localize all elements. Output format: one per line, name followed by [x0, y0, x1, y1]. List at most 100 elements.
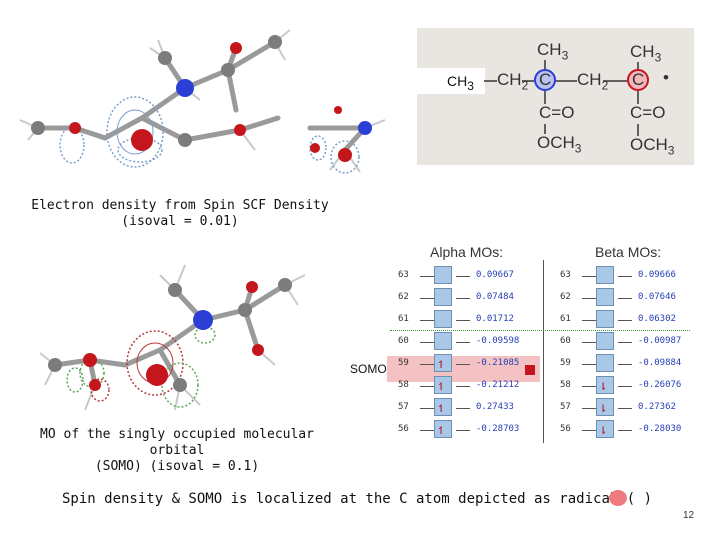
structural-formula-photo: CH3 CH3 CH3 CH2 C CH2 C • C=O C=O OCH3 O…	[417, 28, 694, 165]
orbital-box	[434, 332, 452, 350]
orbital-box	[434, 310, 452, 328]
somo-caption-line1: MO of the singly occupied molecular orbi…	[40, 427, 314, 458]
spin-arrow-icon: ↿	[437, 400, 446, 416]
formula-c-b: C	[632, 70, 645, 89]
orbital-box: ⇂	[596, 376, 614, 394]
mo-index: 62	[398, 292, 409, 302]
footer-summary: Spin density & SOMO is localized at the …	[62, 491, 653, 507]
mo-row: 57 ⇂ 0.27362	[560, 398, 710, 418]
orbital-box	[596, 266, 614, 284]
mo-index: 61	[398, 314, 409, 324]
mo-index: 59	[560, 358, 571, 368]
somo-marker	[525, 365, 535, 375]
orbital-box: ↿	[434, 354, 452, 372]
orbital-box: ↿	[434, 420, 452, 438]
mo-energy: 0.06302	[638, 314, 676, 324]
mo-row: 60 -0.00987	[560, 332, 710, 352]
orbital-box: ↿	[434, 398, 452, 416]
mo-energy: 0.09666	[638, 270, 676, 280]
mo-energy: -0.09598	[476, 336, 520, 346]
mo-row: 61 0.01712	[398, 310, 548, 330]
page-number: 12	[683, 510, 695, 521]
mo-index: 63	[560, 270, 571, 280]
mo-row: 57↿0.27433	[398, 398, 548, 418]
mo-index: 62	[560, 292, 571, 302]
mo-energy: -0.00987	[638, 336, 682, 346]
alpha-header: Alpha MOs:	[430, 244, 504, 260]
mo-row: 58 ⇂ -0.26076	[560, 376, 710, 396]
mo-index: 58	[560, 380, 571, 390]
formula-ch3-left: CH3	[447, 73, 474, 93]
orbital-box: ↿	[434, 376, 452, 394]
mo-energy: -0.21212	[476, 380, 520, 390]
orbital-box	[596, 354, 614, 372]
somo-highlight	[387, 356, 540, 382]
mo-index: 56	[398, 424, 409, 434]
mo-index: 60	[398, 336, 409, 346]
mo-row: 62 0.07484	[398, 288, 548, 308]
formula-c-a: C	[539, 70, 552, 89]
column-divider	[543, 260, 544, 443]
mo-index: 56	[560, 424, 571, 434]
mo-energy: 0.01712	[476, 314, 514, 324]
somo-molecule-image	[39, 264, 306, 411]
formula-radical-dot: •	[663, 68, 669, 87]
mo-energy: -0.28703	[476, 424, 520, 434]
formula-bonds	[484, 60, 639, 136]
spin-arrow-icon: ↿	[437, 422, 446, 438]
formula-ch2-a: CH2	[497, 70, 529, 93]
mo-index: 61	[560, 314, 571, 324]
mo-index: 63	[398, 270, 409, 280]
mo-energy: 0.07646	[638, 292, 676, 302]
orbital-box: ⇂	[596, 420, 614, 438]
mo-energy: 0.27362	[638, 402, 676, 412]
spin-arrow-icon: ⇂	[599, 378, 608, 394]
spin-density-caption-line1: Electron density from Spin SCF Density	[31, 198, 329, 213]
orbital-box	[596, 332, 614, 350]
orbital-box: ⇂	[596, 398, 614, 416]
mo-index: 59	[398, 358, 409, 368]
somo-caption: MO of the singly occupied molecular orbi…	[22, 427, 332, 475]
orbital-box	[434, 266, 452, 284]
formula-och3-a: OCH3	[537, 133, 582, 156]
mo-row: 61 0.06302	[560, 310, 710, 330]
orbital-box	[596, 288, 614, 306]
mo-row: 62 0.07646	[560, 288, 710, 308]
mo-row: 59 -0.09884	[560, 354, 710, 374]
radical-dot-icon	[609, 490, 627, 506]
somo-label: SOMO	[350, 362, 387, 376]
mo-index: 57	[560, 402, 571, 412]
mo-energy: -0.28030	[638, 424, 682, 434]
mo-row: 58 ↿ -0.21212	[398, 376, 548, 396]
mo-energy: -0.21085	[476, 358, 520, 368]
formula-co-a: C=O	[539, 103, 575, 122]
spin-arrow-icon: ↿	[437, 356, 446, 372]
spin-arrow-icon: ⇂	[599, 422, 608, 438]
orbital-box	[596, 310, 614, 328]
mo-row: 56 ⇂ -0.28030	[560, 420, 710, 440]
orbital-box	[434, 288, 452, 306]
spin-arrow-icon: ⇂	[599, 400, 608, 416]
spin-density-caption: Electron density from Spin SCF Density (…	[20, 198, 340, 230]
beta-header: Beta MOs:	[595, 244, 662, 260]
mo-energy: 0.27433	[476, 402, 514, 412]
mo-energy: 0.07484	[476, 292, 514, 302]
spin-density-caption-line2: (isoval = 0.01)	[121, 214, 239, 229]
mo-energy: 0.09667	[476, 270, 514, 280]
formula-ch3-top-right: CH3	[630, 42, 662, 65]
formula-ch3-top-left: CH3	[537, 40, 569, 63]
spin-density-molecule-image	[19, 29, 386, 174]
mo-energy: -0.26076	[638, 380, 682, 390]
mo-row: 63 0.09667	[398, 266, 548, 286]
mo-row: 56 ↿ -0.28703	[398, 420, 548, 440]
formula-ch2-b: CH2	[577, 70, 609, 93]
mo-index: 60	[560, 336, 571, 346]
homo-lumo-divider	[390, 330, 690, 331]
formula-och3-b: OCH3	[630, 135, 675, 158]
mo-index: 58	[398, 380, 409, 390]
spin-arrow-icon: ↿	[437, 378, 446, 394]
mo-energy: -0.09884	[638, 358, 682, 368]
mo-row: 59 ↿ -0.21085	[398, 354, 548, 374]
formula-co-b: C=O	[630, 103, 666, 122]
